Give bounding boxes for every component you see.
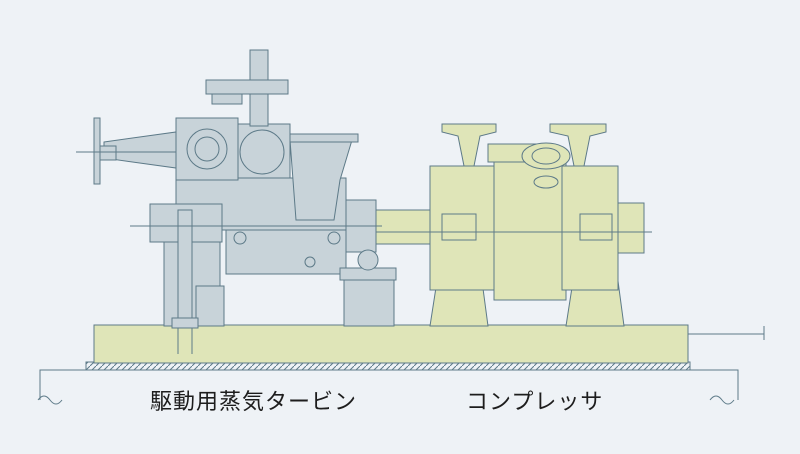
dimension-line	[688, 326, 765, 340]
casing-bolt-2	[327, 231, 341, 245]
oil-pipe-legs	[177, 326, 193, 354]
compressor-inlet-nozzle-left	[441, 123, 497, 167]
handwheel	[93, 117, 101, 185]
compressor-end-cap	[613, 202, 645, 254]
bearing-housing-right	[579, 213, 613, 241]
valve-lever-head	[211, 93, 243, 105]
compressor-assembly	[360, 123, 652, 327]
steam-valve-flange	[239, 129, 285, 175]
governor-flange-inner	[194, 136, 220, 162]
break-mark-right	[709, 395, 735, 405]
compressor-outlet-flange-inner	[531, 147, 561, 165]
foundation	[37, 324, 765, 405]
base-plate	[93, 324, 689, 364]
break-mark-left	[37, 395, 63, 405]
turbine-bearing-pedestal	[343, 277, 395, 327]
compressor-coupling-shaft	[371, 209, 435, 245]
lube-oil-pump	[195, 285, 225, 327]
compressor-label: コンプレッサ	[466, 390, 604, 415]
bearing-housing-left	[441, 213, 477, 241]
turbine-label: 駆動用蒸気タービン	[150, 390, 358, 415]
handwheel-hub	[99, 145, 117, 161]
ground-line	[39, 369, 739, 400]
compressor-outlet-nozzle-right	[549, 123, 607, 167]
casing-bolt-1	[233, 231, 247, 245]
lube-oil-pipe-vertical	[177, 209, 193, 327]
turbine-assembly	[76, 49, 397, 354]
valve-lever-arm	[205, 79, 289, 95]
oil-pipe-clamp	[171, 317, 199, 329]
turbine-bearing-circle	[357, 249, 379, 271]
casing-bolt-3	[304, 256, 316, 268]
turbine-exhaust-flange	[285, 133, 359, 143]
compressor-outlet-bore	[533, 175, 559, 189]
